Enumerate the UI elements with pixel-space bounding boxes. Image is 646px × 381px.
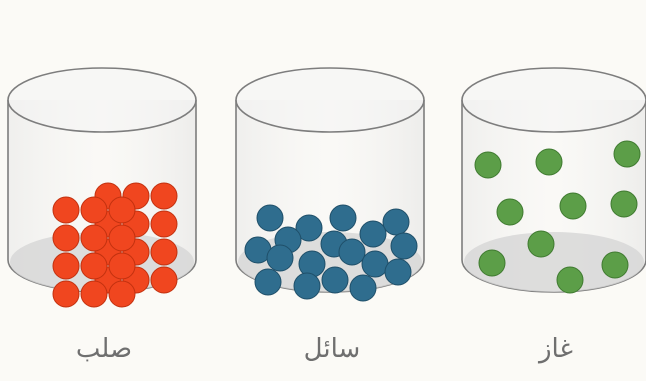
liquid-particle bbox=[330, 205, 356, 231]
gas-particle bbox=[560, 193, 586, 219]
solid-particle bbox=[151, 239, 177, 265]
gas-particle bbox=[536, 149, 562, 175]
solid-particle bbox=[151, 211, 177, 237]
solid-particle bbox=[53, 225, 79, 251]
gas-particle bbox=[611, 191, 637, 217]
liquid-particle bbox=[339, 239, 365, 265]
liquid-particle bbox=[391, 233, 417, 259]
solid-particle bbox=[109, 197, 135, 223]
solid-label: صلب bbox=[4, 334, 204, 364]
gas-particle bbox=[497, 199, 523, 225]
liquid-particle bbox=[385, 259, 411, 285]
solid-container bbox=[8, 68, 196, 307]
solid-particle bbox=[81, 225, 107, 251]
solid-particle bbox=[151, 267, 177, 293]
liquid-particle bbox=[360, 221, 386, 247]
gas-particle bbox=[479, 250, 505, 276]
solid-particle bbox=[109, 281, 135, 307]
liquid-particle bbox=[255, 269, 281, 295]
solid-particle bbox=[151, 183, 177, 209]
liquid-container bbox=[236, 68, 424, 301]
liquid-label: سائل bbox=[232, 334, 432, 364]
gas-label: غاز bbox=[456, 334, 646, 364]
solid-particle bbox=[109, 225, 135, 251]
solid-particle bbox=[53, 281, 79, 307]
gas-particle bbox=[602, 252, 628, 278]
gas-particle bbox=[528, 231, 554, 257]
solid-particle bbox=[53, 197, 79, 223]
solid-particle bbox=[81, 253, 107, 279]
solid-particle bbox=[53, 253, 79, 279]
solid-particles bbox=[53, 183, 177, 307]
liquid-particle bbox=[322, 267, 348, 293]
solid-particle bbox=[81, 281, 107, 307]
gas-particle bbox=[614, 141, 640, 167]
liquid-particle bbox=[294, 273, 320, 299]
liquid-particle bbox=[257, 205, 283, 231]
liquid-particle bbox=[267, 245, 293, 271]
gas-particle bbox=[475, 152, 501, 178]
gas-particle bbox=[557, 267, 583, 293]
gas-container bbox=[462, 68, 646, 293]
liquid-particle bbox=[299, 251, 325, 277]
solid-particle bbox=[109, 253, 135, 279]
solid-particle bbox=[81, 197, 107, 223]
liquid-particle bbox=[362, 251, 388, 277]
liquid-particle bbox=[350, 275, 376, 301]
liquid-particle bbox=[383, 209, 409, 235]
